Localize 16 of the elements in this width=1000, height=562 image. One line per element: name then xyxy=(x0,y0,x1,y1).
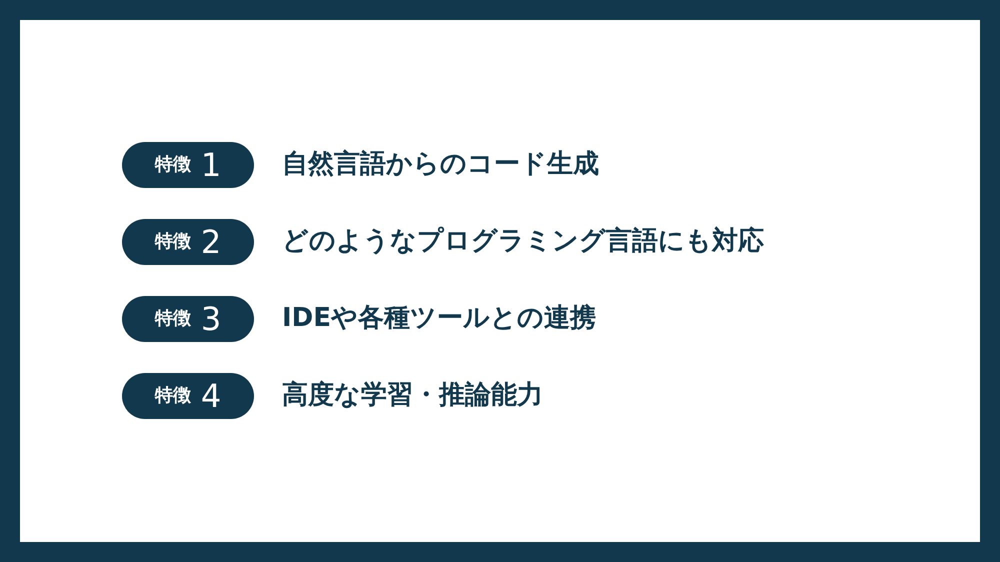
feature-description: どのようなプログラミング言語にも対応 xyxy=(282,225,764,258)
feature-description: 自然言語からのコード生成 xyxy=(282,148,599,181)
feature-number: 4 xyxy=(200,380,222,412)
feature-number: 1 xyxy=(200,148,222,180)
feature-number: 3 xyxy=(200,302,222,334)
feature-label: 特徴 xyxy=(154,232,191,250)
feature-pill xyxy=(122,218,254,264)
feature-pill xyxy=(122,296,254,342)
feature-description: 高度な学習・推論能力 xyxy=(282,379,543,412)
feature-number: 2 xyxy=(200,226,222,258)
feature-label: 特徴 xyxy=(154,386,191,404)
feature-pill xyxy=(122,372,254,418)
feature-label: 特徴 xyxy=(154,310,191,328)
feature-description: IDEや各種ツールとの連携 xyxy=(282,302,596,335)
feature-pill xyxy=(122,142,254,188)
feature-label: 特徴 xyxy=(154,156,191,174)
